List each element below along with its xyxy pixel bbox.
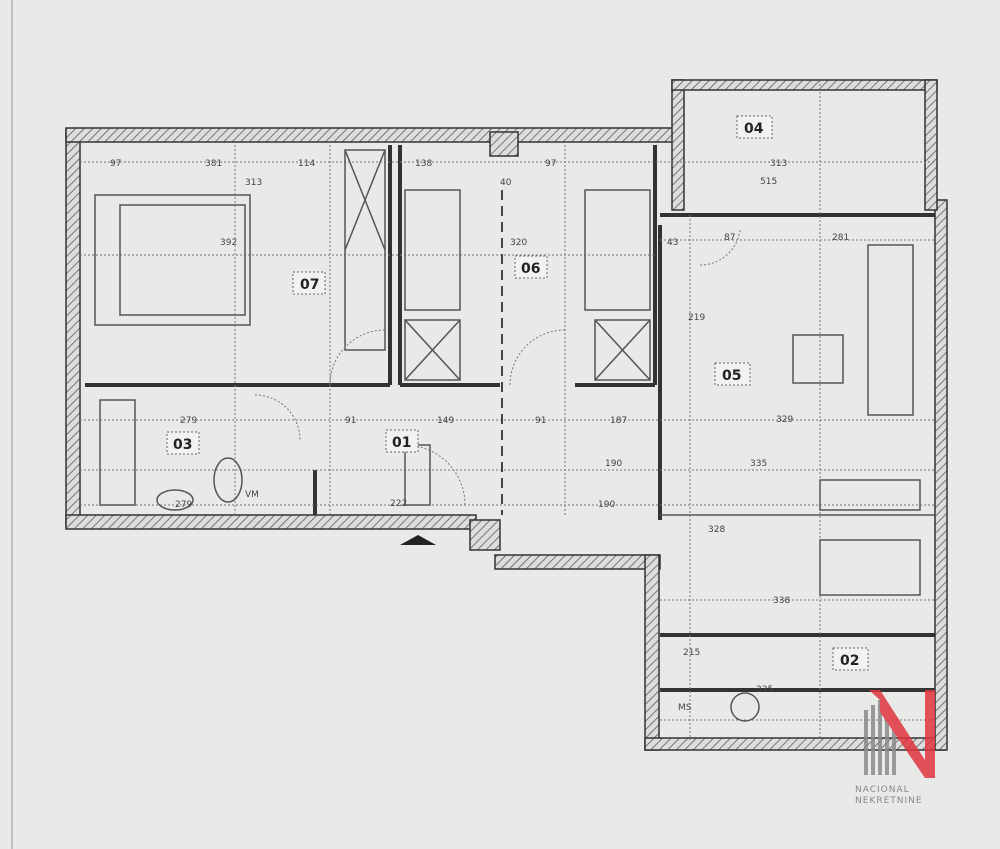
dimension-label: 97 [545,159,556,169]
dimension-label: 279 [180,416,197,426]
room-label-01: 01 [385,429,419,453]
entrance-arrow-icon [400,535,436,545]
dimension-label: 87 [724,233,735,243]
dimension-label: 97 [110,159,121,169]
dimension-label: 335 [756,685,773,695]
dimension-label: 187 [610,416,627,426]
svg-text:NACIONAL: NACIONAL [855,785,910,795]
kitchen-counter [819,479,921,511]
svg-text:04: 04 [744,121,764,137]
room-label-04: 04 [736,115,773,139]
sink [156,489,194,511]
dimension-label: 515 [760,177,777,187]
svg-text:06: 06 [521,261,540,277]
svg-text:NEKRETNINE: NEKRETNINE [855,796,923,806]
svg-text:02: 02 [840,653,859,669]
sofa [867,244,914,416]
dimension-label: 392 [220,238,237,248]
svg-text:05: 05 [722,368,741,384]
bathtub [99,399,136,506]
dimension-label: 114 [298,159,315,169]
room-label-02: 02 [832,647,869,671]
svg-text:01: 01 [392,435,411,451]
room-label-06: 06 [514,255,548,279]
dimension-label: 40 [500,178,512,188]
nacional-nekretnine-logo: NACIONAL NEKRETNINE [855,690,935,806]
fixture-ms-label: MS [678,703,692,713]
double-bed [94,194,251,326]
dimension-label: 91 [535,416,546,426]
room-label-05: 05 [714,362,751,386]
single-bed-left [404,189,461,311]
dimension-label: 190 [598,500,615,510]
furniture [94,149,921,722]
dimension-label: 281 [832,233,849,243]
door-swings [254,229,741,506]
wardrobe [344,149,386,351]
dimension-label: 222 [390,499,407,509]
kitchen-sink [730,692,760,722]
dimension-label: 190 [605,459,622,469]
room-label-07: 07 [292,271,326,295]
exterior-walls [65,79,948,751]
dimension-label: 335 [750,459,767,469]
dimension-label: 91 [345,416,356,426]
interior-walls [85,145,935,692]
svg-text:07: 07 [300,277,319,293]
single-bed-right [584,189,651,311]
fixture-vm-label: VM [245,490,259,500]
dimension-label: 219 [688,313,705,323]
room-label-03: 03 [166,431,200,455]
dimension-label: 329 [776,415,793,425]
svg-text:03: 03 [173,437,192,453]
dimension-label: 313 [770,159,787,169]
dimension-label: 149 [437,416,454,426]
coffee-table [792,334,844,384]
dimension-label: 43 [667,238,678,248]
toilet [213,457,243,503]
dimension-label: 328 [708,525,725,535]
dimension-labels: 97 381 313 114 138 40 97 392 320 279 91 … [110,159,849,695]
dimension-label: 381 [205,159,222,169]
dimension-lines [80,80,935,740]
dimension-label: 313 [245,178,262,188]
dimension-label: 215 [683,648,700,658]
dimension-label: 338 [773,596,790,606]
dimension-label: 320 [510,238,527,248]
dimension-label: 279 [175,500,192,510]
dimension-label: 138 [415,159,432,169]
